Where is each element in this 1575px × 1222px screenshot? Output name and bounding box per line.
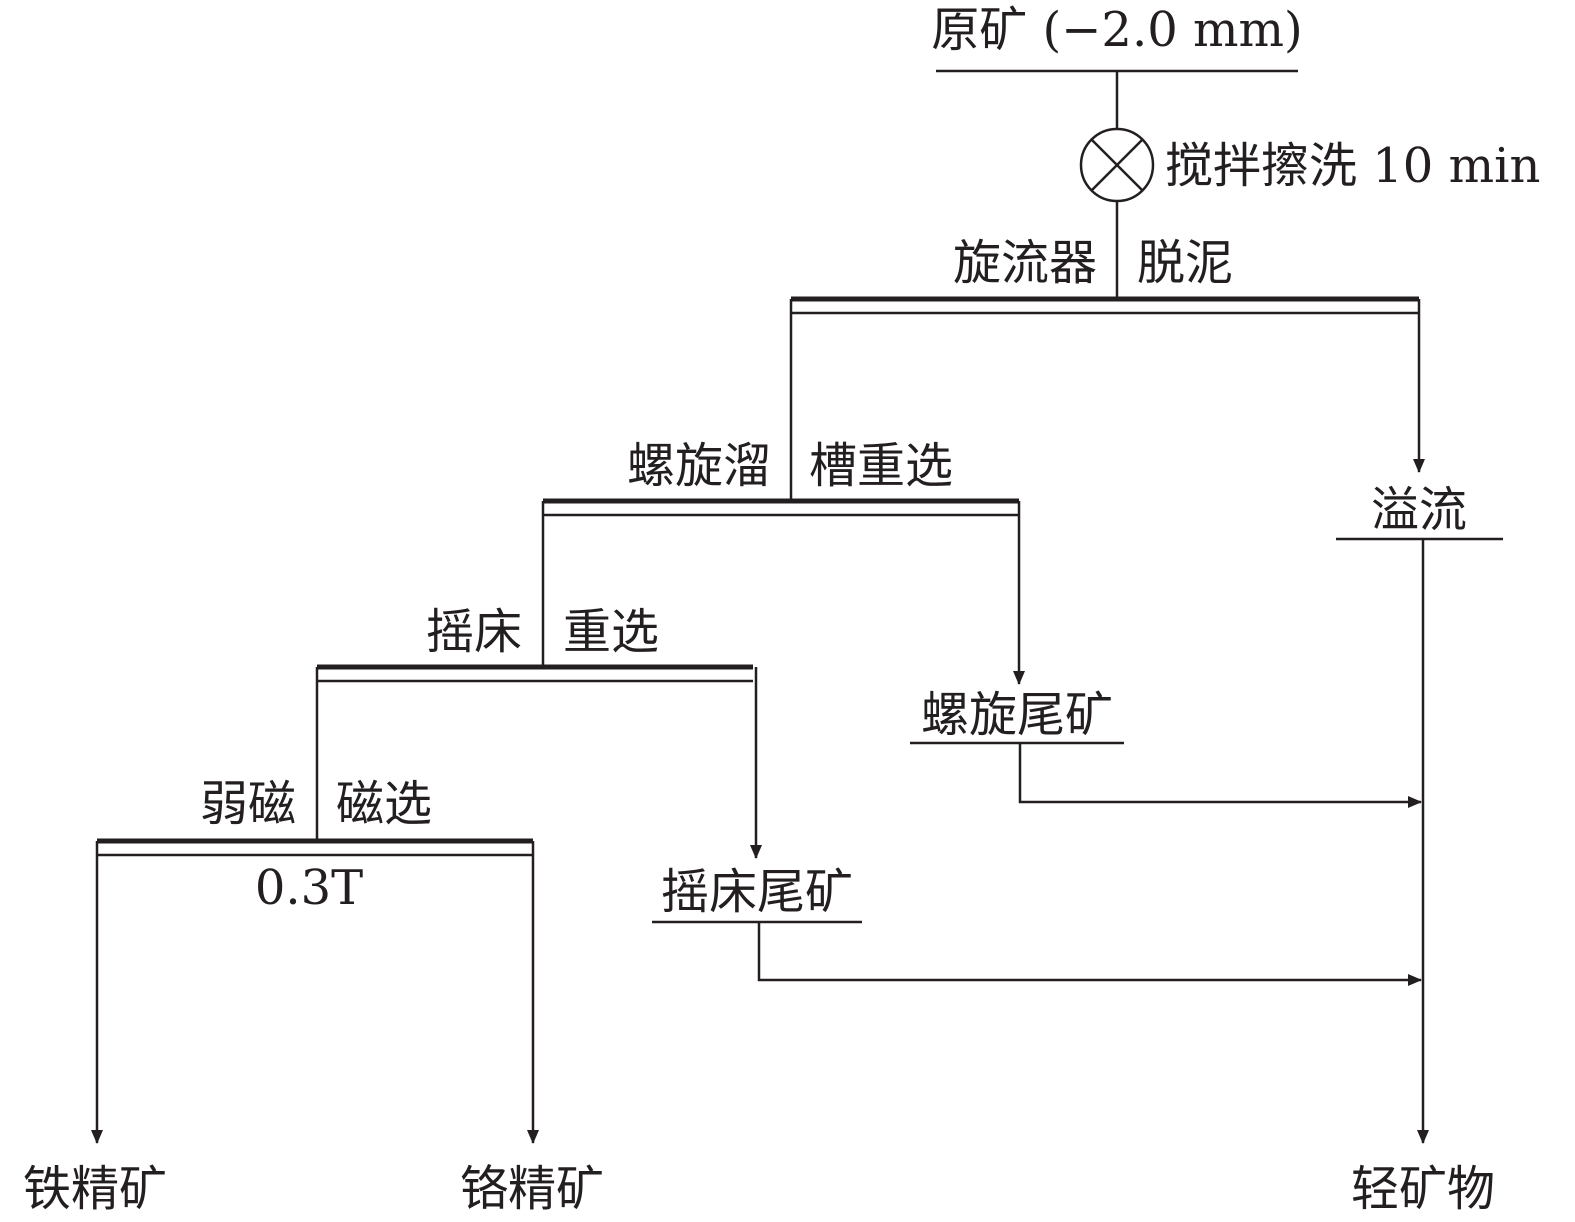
iron-concentrate-label: 铁精矿 <box>23 1161 167 1217</box>
feed-label: 原矿 (−2.0 mm) <box>931 2 1303 58</box>
table-operation-bar <box>317 664 753 683</box>
spiral-label-right: 槽重选 <box>809 438 953 494</box>
spiral-operation-bar <box>543 498 1019 517</box>
scrubbing-label: 搅拌擦洗 10 min <box>1165 138 1540 194</box>
hydrocyclone-operation-bar <box>791 296 1419 315</box>
spiral-tailings-to-light-arrow <box>1018 743 1422 808</box>
table-tailings-label: 摇床尾矿 <box>661 864 853 920</box>
magnetic-label-right: 磁选 <box>336 776 432 832</box>
spiral-tailings-label: 螺旋尾矿 <box>921 687 1113 743</box>
magnetic-field-label: 0.3T <box>255 860 363 916</box>
table-tailings-to-light-arrow <box>757 922 1422 986</box>
overflow-label: 溢流 <box>1371 482 1467 538</box>
light-minerals-label: 轻矿物 <box>1351 1161 1495 1217</box>
hydrocyclone-label-left: 旋流器 <box>953 235 1097 291</box>
chromium-concentrate-label: 铬精矿 <box>460 1161 604 1217</box>
table-label-right: 重选 <box>563 604 659 660</box>
spiral-label-left: 螺旋溜 <box>627 438 771 494</box>
mixer-icon <box>1079 127 1155 203</box>
magnetic-operation-bar <box>97 838 533 857</box>
hydrocyclone-label-right: 脱泥 <box>1137 235 1233 291</box>
table-label-left: 摇床 <box>426 604 522 660</box>
magnetic-label-left: 弱磁 <box>200 776 296 832</box>
